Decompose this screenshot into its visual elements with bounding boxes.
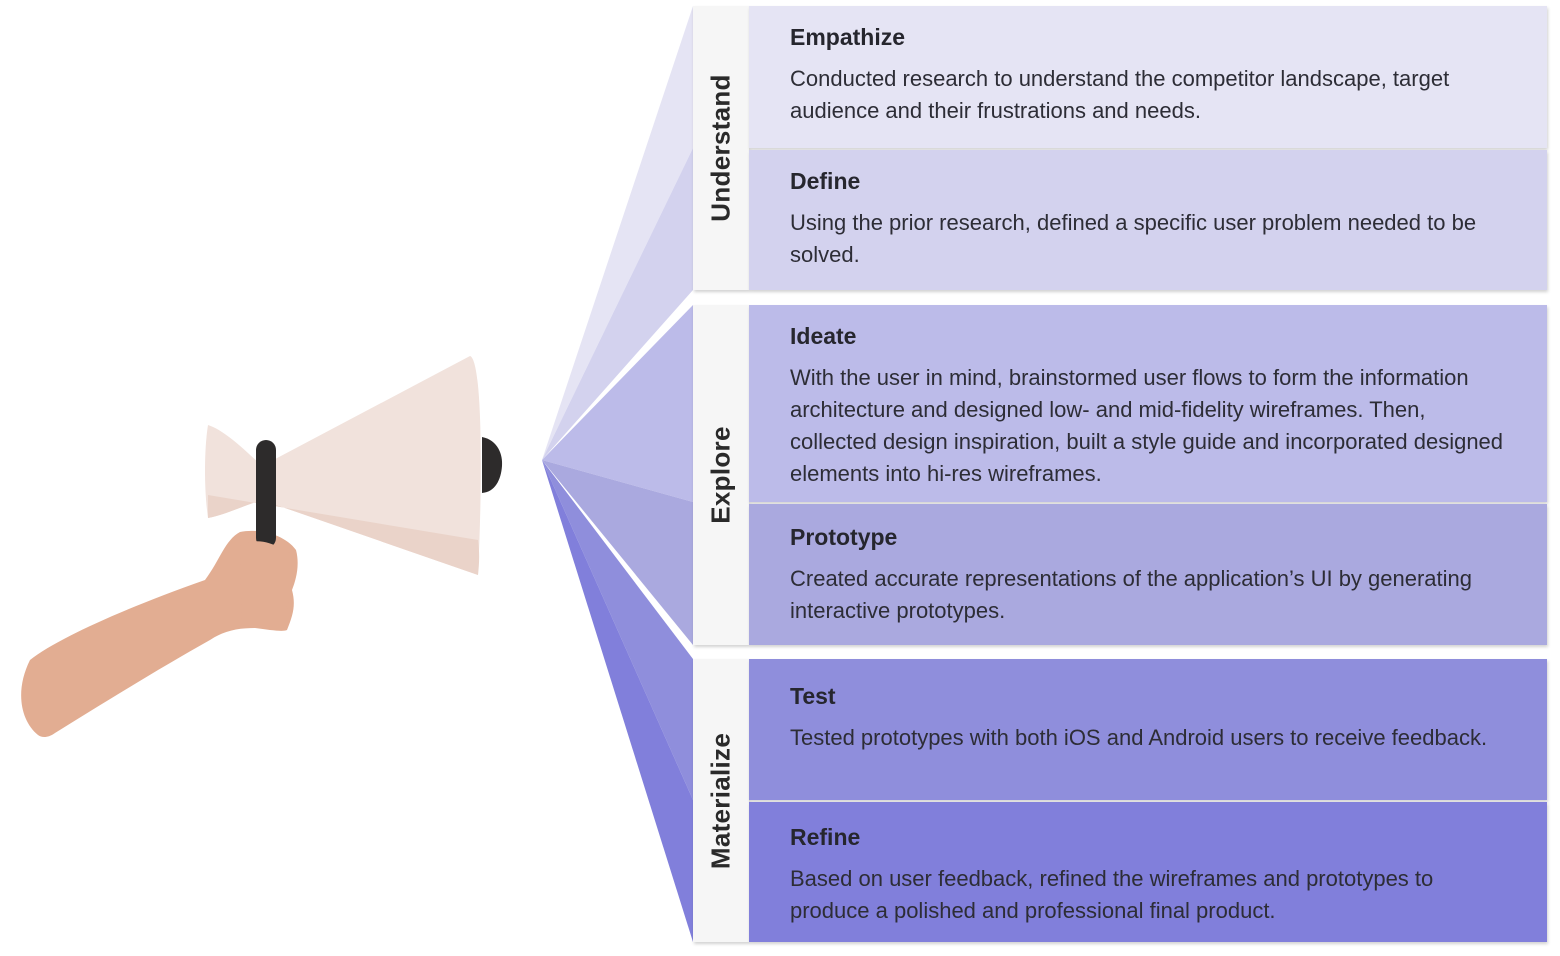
phase-name: Understand	[705, 74, 736, 222]
megaphone-body	[205, 356, 481, 575]
step-title: Ideate	[790, 323, 857, 349]
beam-ideate	[542, 305, 693, 502]
step-title: Test	[790, 683, 836, 709]
phase-name: Explore	[705, 426, 736, 524]
beam-empathize	[542, 6, 693, 460]
phase-label-materialize: Materialize	[693, 659, 749, 942]
hand-icon	[21, 530, 298, 738]
megaphone-handle	[256, 440, 276, 548]
step-description: Using the prior research, defined a spec…	[790, 210, 1477, 267]
step-title: Refine	[790, 824, 861, 850]
step-description: Based on user feedback, refined the wire…	[790, 866, 1434, 923]
beam-prototype	[542, 460, 693, 645]
step-card-define: Define Using the prior research, defined…	[749, 150, 1547, 290]
step-title: Prototype	[790, 524, 898, 550]
step-card-empathize: Empathize Conducted research to understa…	[749, 6, 1547, 148]
step-title: Define	[790, 168, 861, 194]
beam-define	[542, 148, 693, 460]
step-description: Created accurate representations of the …	[790, 566, 1473, 623]
beams	[542, 6, 693, 942]
step-description: Conducted research to understand the com…	[790, 66, 1450, 123]
step-card-refine: Refine Based on user feedback, refined t…	[749, 802, 1547, 942]
phase-label-explore: Explore	[693, 305, 749, 645]
step-title: Empathize	[790, 24, 906, 50]
megaphone-shade	[208, 495, 480, 575]
fingers	[240, 541, 297, 629]
step-description: With the user in mind, brainstormed user…	[790, 365, 1504, 486]
beam-refine	[542, 460, 693, 942]
step-card-prototype: Prototype Created accurate representatio…	[749, 504, 1547, 645]
step-description: Tested prototypes with both iOS and Andr…	[790, 725, 1488, 750]
phase-name: Materialize	[705, 732, 736, 869]
megaphone-rim	[482, 437, 503, 493]
step-card-test: Test Tested prototypes with both iOS and…	[749, 659, 1547, 800]
step-card-ideate: Ideate With the user in mind, brainstorm…	[749, 305, 1547, 502]
phase-label-understand: Understand	[693, 6, 749, 290]
megaphone-icon	[21, 356, 503, 738]
